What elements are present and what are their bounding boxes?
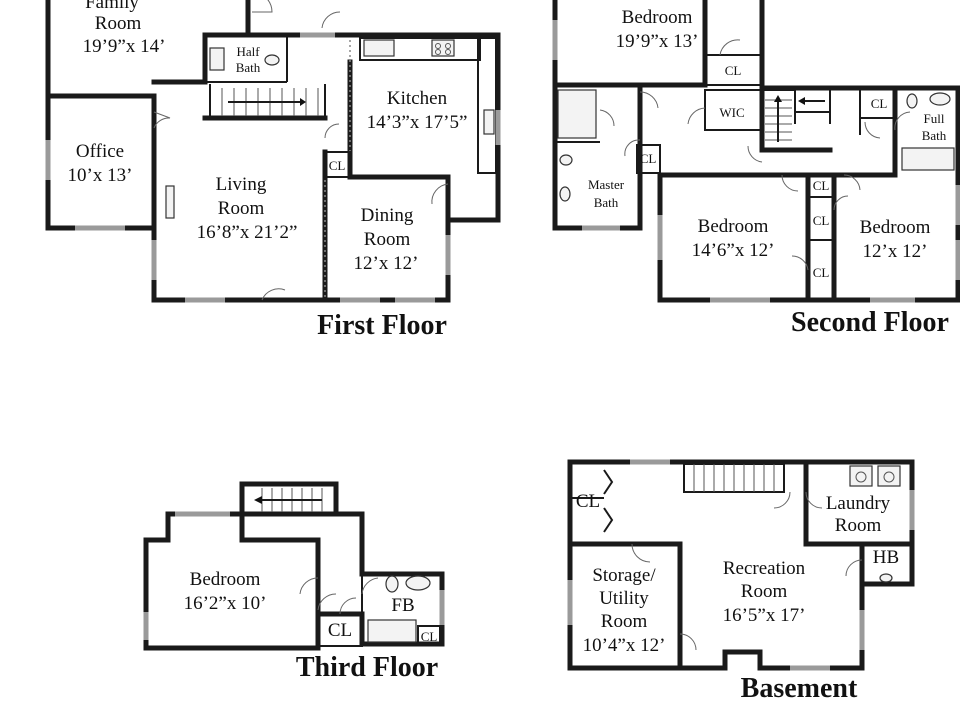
third-bedroom-size: 16’2”x 10’ (184, 593, 267, 614)
family-room-name-2: Room (95, 13, 142, 34)
storage-name-1: Storage/ (592, 565, 656, 586)
bedroom-right-size: 12’x 12’ (863, 241, 928, 262)
bedroom-top-size: 19’9”x 13’ (616, 31, 699, 52)
living-room-size: 16’8”x 21’2” (197, 222, 298, 243)
kitchen-name: Kitchen (387, 88, 448, 109)
bedroom-right-name: Bedroom (860, 217, 931, 238)
storage-name-2: Utility (599, 588, 649, 609)
second-closet-mid-1: CL (813, 178, 830, 193)
basement-hb-label: HB (873, 547, 899, 568)
dining-room-name-2: Room (364, 229, 411, 250)
master-bath-name-2: Bath (594, 195, 619, 210)
third-floor-title: Third Floor (296, 652, 438, 683)
kitchen-size: 14’3”x 17’5” (367, 112, 468, 133)
basement-closet-label: CL (576, 491, 600, 512)
second-closet-mid-2: CL (813, 213, 830, 228)
recreation-size: 16’5”x 17’ (723, 605, 806, 626)
half-bath-name-2: Bath (236, 60, 261, 75)
storage-name-3: Room (601, 611, 648, 632)
second-closet-stair-label: CL (871, 96, 888, 111)
family-room-size: 19’9”x 14’ (83, 36, 166, 57)
recreation-name-2: Room (741, 581, 788, 602)
office-name: Office (76, 141, 124, 162)
family-room-name-1: Family (85, 0, 139, 13)
third-closet-small-label: CL (421, 629, 438, 644)
wic-label: WIC (719, 105, 744, 120)
third-floor-plan (143, 481, 445, 651)
basement-title: Basement (741, 673, 858, 704)
dining-room-name-1: Dining (361, 205, 414, 226)
third-fb-label: FB (391, 595, 414, 616)
second-floor-title: Second Floor (791, 307, 949, 338)
basement-plan (567, 459, 915, 671)
master-bath-name-1: Master (588, 177, 625, 192)
first-floor-closet-label: CL (329, 158, 346, 173)
first-floor-title: First Floor (317, 310, 447, 341)
full-bath-name-2: Bath (922, 128, 947, 143)
second-closet-mid-3: CL (813, 265, 830, 280)
storage-size: 10’4”x 12’ (583, 635, 666, 656)
bedroom-left-name: Bedroom (698, 216, 769, 237)
third-bedroom-name: Bedroom (190, 569, 261, 590)
second-floor-plan (552, 0, 960, 303)
laundry-name-1: Laundry (826, 493, 891, 514)
recreation-name-1: Recreation (723, 558, 806, 579)
second-closet-bath-label: CL (640, 151, 657, 166)
bedroom-left-size: 14’6”x 12’ (692, 240, 775, 261)
office-size: 10’x 13’ (68, 165, 133, 186)
half-bath-name-1: Half (236, 44, 260, 59)
living-room-name-2: Room (218, 198, 265, 219)
full-bath-name-1: Full (924, 111, 945, 126)
bedroom-top-name: Bedroom (622, 7, 693, 28)
first-floor-plan (45, 0, 501, 303)
third-closet-label: CL (328, 620, 352, 641)
dining-room-size: 12’x 12’ (354, 253, 419, 274)
laundry-name-2: Room (835, 515, 882, 536)
living-room-name-1: Living (216, 174, 267, 195)
second-closet-top-label: CL (725, 63, 742, 78)
